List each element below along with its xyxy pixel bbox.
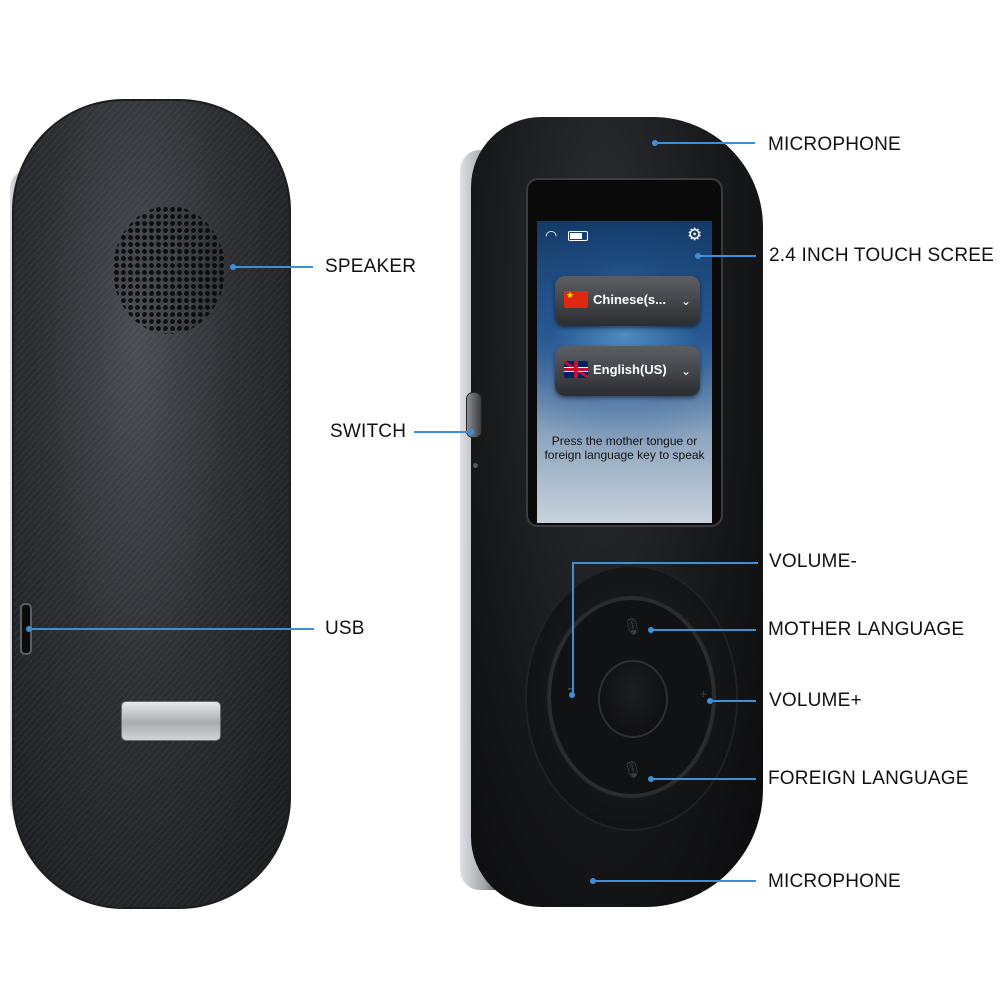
mother-language-label: MOTHER LANGUAGE xyxy=(768,619,965,640)
volume-plus-label: VOLUME+ xyxy=(769,690,862,711)
microphone-top-callout-line xyxy=(655,142,755,144)
chevron-down-icon: ⌄ xyxy=(681,294,692,308)
switch-callout-line xyxy=(414,431,470,433)
volume-plus-mark[interactable]: + xyxy=(700,687,708,701)
foreign-language-callout-line xyxy=(651,778,756,780)
switch-label: SWITCH xyxy=(330,421,407,442)
indicator-dot xyxy=(473,463,478,468)
mic-icon[interactable]: 🎙 xyxy=(622,619,643,636)
mother-language-callout-line xyxy=(651,629,756,631)
battery-icon xyxy=(568,231,588,241)
touch-screen[interactable]: ◠ ⚙ Chinese(s... ⌄ English(US) ⌄ Press t… xyxy=(537,221,712,523)
speaker-grille xyxy=(113,206,225,334)
power-switch[interactable] xyxy=(467,393,481,437)
wifi-icon: ◠ xyxy=(545,227,558,243)
uk-flag-icon xyxy=(564,361,588,378)
language-label-foreign: English(US) xyxy=(593,362,667,377)
screen-callout-line xyxy=(698,255,756,257)
microphone-bottom-callout-line xyxy=(593,880,756,882)
language-selector-foreign[interactable]: English(US) ⌄ xyxy=(555,346,700,396)
center-button[interactable] xyxy=(600,662,666,736)
gear-icon[interactable]: ⚙ xyxy=(687,225,703,244)
mic-icon[interactable]: 🎙 xyxy=(622,762,643,779)
speaker-label: SPEAKER xyxy=(325,256,417,277)
usb-callout-line xyxy=(29,628,314,630)
screen-status-bar: ◠ ⚙ xyxy=(537,225,712,245)
touch-screen-label: 2.4 INCH TOUCH SCREE xyxy=(769,245,995,266)
microphone-bottom-label: MICROPHONE xyxy=(768,871,901,892)
volume-minus-callout-line-h xyxy=(572,562,758,564)
volume-minus-callout-line-v xyxy=(572,562,574,694)
switch-callout-point xyxy=(468,429,474,435)
screen-hint-text: Press the mother tongue or foreign langu… xyxy=(544,434,705,462)
chevron-down-icon: ⌄ xyxy=(681,364,692,378)
language-label-mother: Chinese(s... xyxy=(593,292,666,307)
china-flag-icon xyxy=(564,290,588,308)
foreign-language-label: FOREIGN LANGUAGE xyxy=(768,768,969,789)
volume-plus-callout-line xyxy=(710,700,756,702)
usb-label: USB xyxy=(325,618,365,639)
language-selector-mother[interactable]: Chinese(s... ⌄ xyxy=(555,276,700,326)
volume-minus-mark[interactable] xyxy=(568,688,574,690)
back-metal-badge xyxy=(122,702,220,740)
microphone-top-label: MICROPHONE xyxy=(768,134,901,155)
speaker-callout-line xyxy=(233,266,313,268)
volume-minus-callout-point xyxy=(569,692,575,698)
volume-minus-label: VOLUME- xyxy=(769,551,857,572)
